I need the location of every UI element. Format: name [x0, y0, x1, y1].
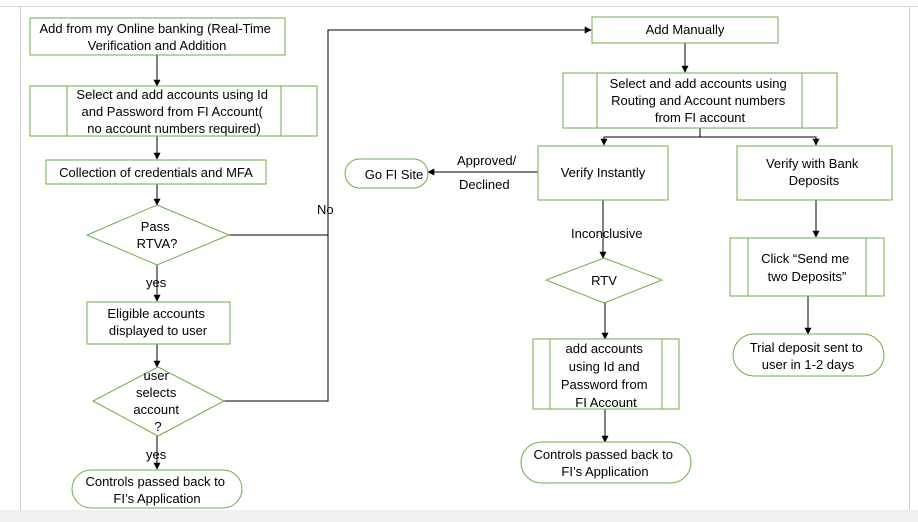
edge-label-approved: Approved/	[457, 153, 517, 168]
node-add-id-password-text: add accounts using Id and Password from …	[561, 341, 651, 410]
verify-instantly-line-1: Verify Instantly	[561, 165, 646, 180]
edge-userselects-to-manual	[224, 235, 329, 402]
node-select-routing-text: Select and add accounts using Routing an…	[610, 76, 791, 125]
node-user-selects: user selects account ?	[91, 366, 226, 437]
edge-label-yes-rtva: yes	[146, 275, 167, 290]
rtv-line-1: RTV	[591, 273, 617, 288]
online-banking-line-1: Add from my Online banking (Real-Time	[39, 21, 270, 36]
controls-left-line-2: FI’s Application	[113, 491, 200, 506]
select-id-line-2: and Password from FI Account(	[82, 104, 264, 119]
node-controls-back-left: Controls passed back to FI’s Application	[71, 469, 243, 509]
user-selects-line-4: ?	[154, 419, 161, 434]
node-verify-bank-deposits: Verify with Bank Deposits	[736, 145, 893, 201]
user-selects-line-3: account	[133, 402, 179, 417]
node-go-fi-site: Go FI Site	[344, 158, 429, 189]
add-id-line-3: Password from	[561, 377, 648, 392]
node-add-id-password: add accounts using Id and Password from …	[532, 338, 680, 410]
bank-deposits-line-1: Verify with Bank	[766, 156, 859, 171]
edge-routing-split	[600, 136, 820, 146]
user-selects-line-1: user	[144, 368, 170, 383]
controls-mid-line-1: Controls passed back to	[533, 447, 672, 462]
node-user-selects-text: user selects account ?	[133, 368, 182, 434]
node-eligible-accounts-text: Eligible accounts displayed to user	[107, 306, 208, 338]
bank-deposits-line-2: Deposits	[789, 173, 840, 188]
user-selects-line-2: selects	[136, 385, 177, 400]
bottom-frame-band	[0, 510, 918, 522]
node-online-banking: Add from my Online banking (Real-Time Ve…	[29, 17, 286, 56]
node-verify-instantly-text: Verify Instantly	[561, 165, 646, 180]
add-id-line-2: using Id and	[569, 359, 640, 374]
node-collect-credentials-text: Collection of credentials and MFA	[59, 165, 253, 180]
node-pass-rtva: Pass RTVA?	[85, 204, 231, 266]
edge-label-declined: Declined	[459, 177, 510, 192]
node-verify-instantly: Verify Instantly	[537, 145, 669, 201]
node-go-fi-site-text: Go FI Site	[365, 167, 424, 182]
controls-left-line-1: Controls passed back to	[85, 474, 224, 489]
controls-mid-line-2: FI’s Application	[561, 464, 648, 479]
select-id-line-3: no account numbers required)	[87, 121, 260, 136]
eligible-line-2: displayed to user	[109, 323, 208, 338]
node-select-id-password-text: Select and add accounts using Id and Pas…	[76, 87, 271, 136]
online-banking-line-2: Verification and Addition	[88, 38, 227, 53]
node-trial-deposit-text: Trial deposit sent to user in 1-2 days	[750, 340, 867, 372]
routing-line-2: Routing and Account numbers	[611, 93, 786, 108]
node-add-manually: Add Manually	[591, 16, 779, 44]
select-id-line-1: Select and add accounts using Id	[76, 87, 268, 102]
node-online-banking-text: Add from my Online banking (Real-Time Ve…	[39, 21, 274, 53]
node-send-deposits: Click “Send me two Deposits”	[729, 237, 885, 297]
node-add-manually-text: Add Manually	[646, 22, 725, 37]
node-controls-back-left-text: Controls passed back to FI’s Application	[85, 474, 228, 506]
edge-label-yes-select: yes	[146, 447, 167, 462]
routing-line-3: from FI account	[655, 110, 746, 125]
send-deposits-line-1: Click “Send me	[761, 251, 849, 266]
rtva-line-2: RTVA?	[137, 236, 178, 251]
send-deposits-line-2: two Deposits”	[768, 269, 847, 284]
trial-line-1: Trial deposit sent to	[750, 340, 863, 355]
edge-rtva-no-to-manual	[229, 26, 592, 236]
go-fi-line-1: Go FI Site	[365, 167, 424, 182]
node-select-routing: Select and add accounts using Routing an…	[562, 72, 838, 129]
node-controls-back-mid-text: Controls passed back to FI’s Application	[533, 447, 676, 479]
collect-line-1: Collection of credentials and MFA	[59, 165, 253, 180]
node-controls-back-mid: Controls passed back to FI’s Application	[520, 441, 692, 484]
node-pass-rtva-text: Pass RTVA?	[137, 219, 178, 251]
node-rtv: RTV	[544, 257, 664, 304]
node-trial-deposit: Trial deposit sent to user in 1-2 days	[732, 333, 885, 377]
add-id-line-1: add accounts	[566, 341, 644, 356]
node-verify-bank-deposits-text: Verify with Bank Deposits	[766, 156, 862, 188]
edges	[153, 26, 820, 470]
node-select-id-password: Select and add accounts using Id and Pas…	[29, 85, 318, 137]
eligible-line-1: Eligible accounts	[107, 306, 205, 321]
trial-line-2: user in 1-2 days	[762, 357, 855, 372]
edge-label-inconclusive: Inconclusive	[571, 226, 643, 241]
add-manually-line-1: Add Manually	[646, 22, 725, 37]
node-send-deposits-text: Click “Send me two Deposits”	[761, 251, 853, 284]
rtva-line-1: Pass	[141, 219, 170, 234]
routing-line-1: Select and add accounts using	[610, 76, 787, 91]
node-eligible-accounts: Eligible accounts displayed to user	[86, 301, 231, 345]
node-rtv-text: RTV	[591, 273, 617, 288]
add-id-line-4: FI Account	[575, 395, 637, 410]
edge-label-no: No	[317, 202, 334, 217]
node-collect-credentials: Collection of credentials and MFA	[45, 159, 267, 185]
